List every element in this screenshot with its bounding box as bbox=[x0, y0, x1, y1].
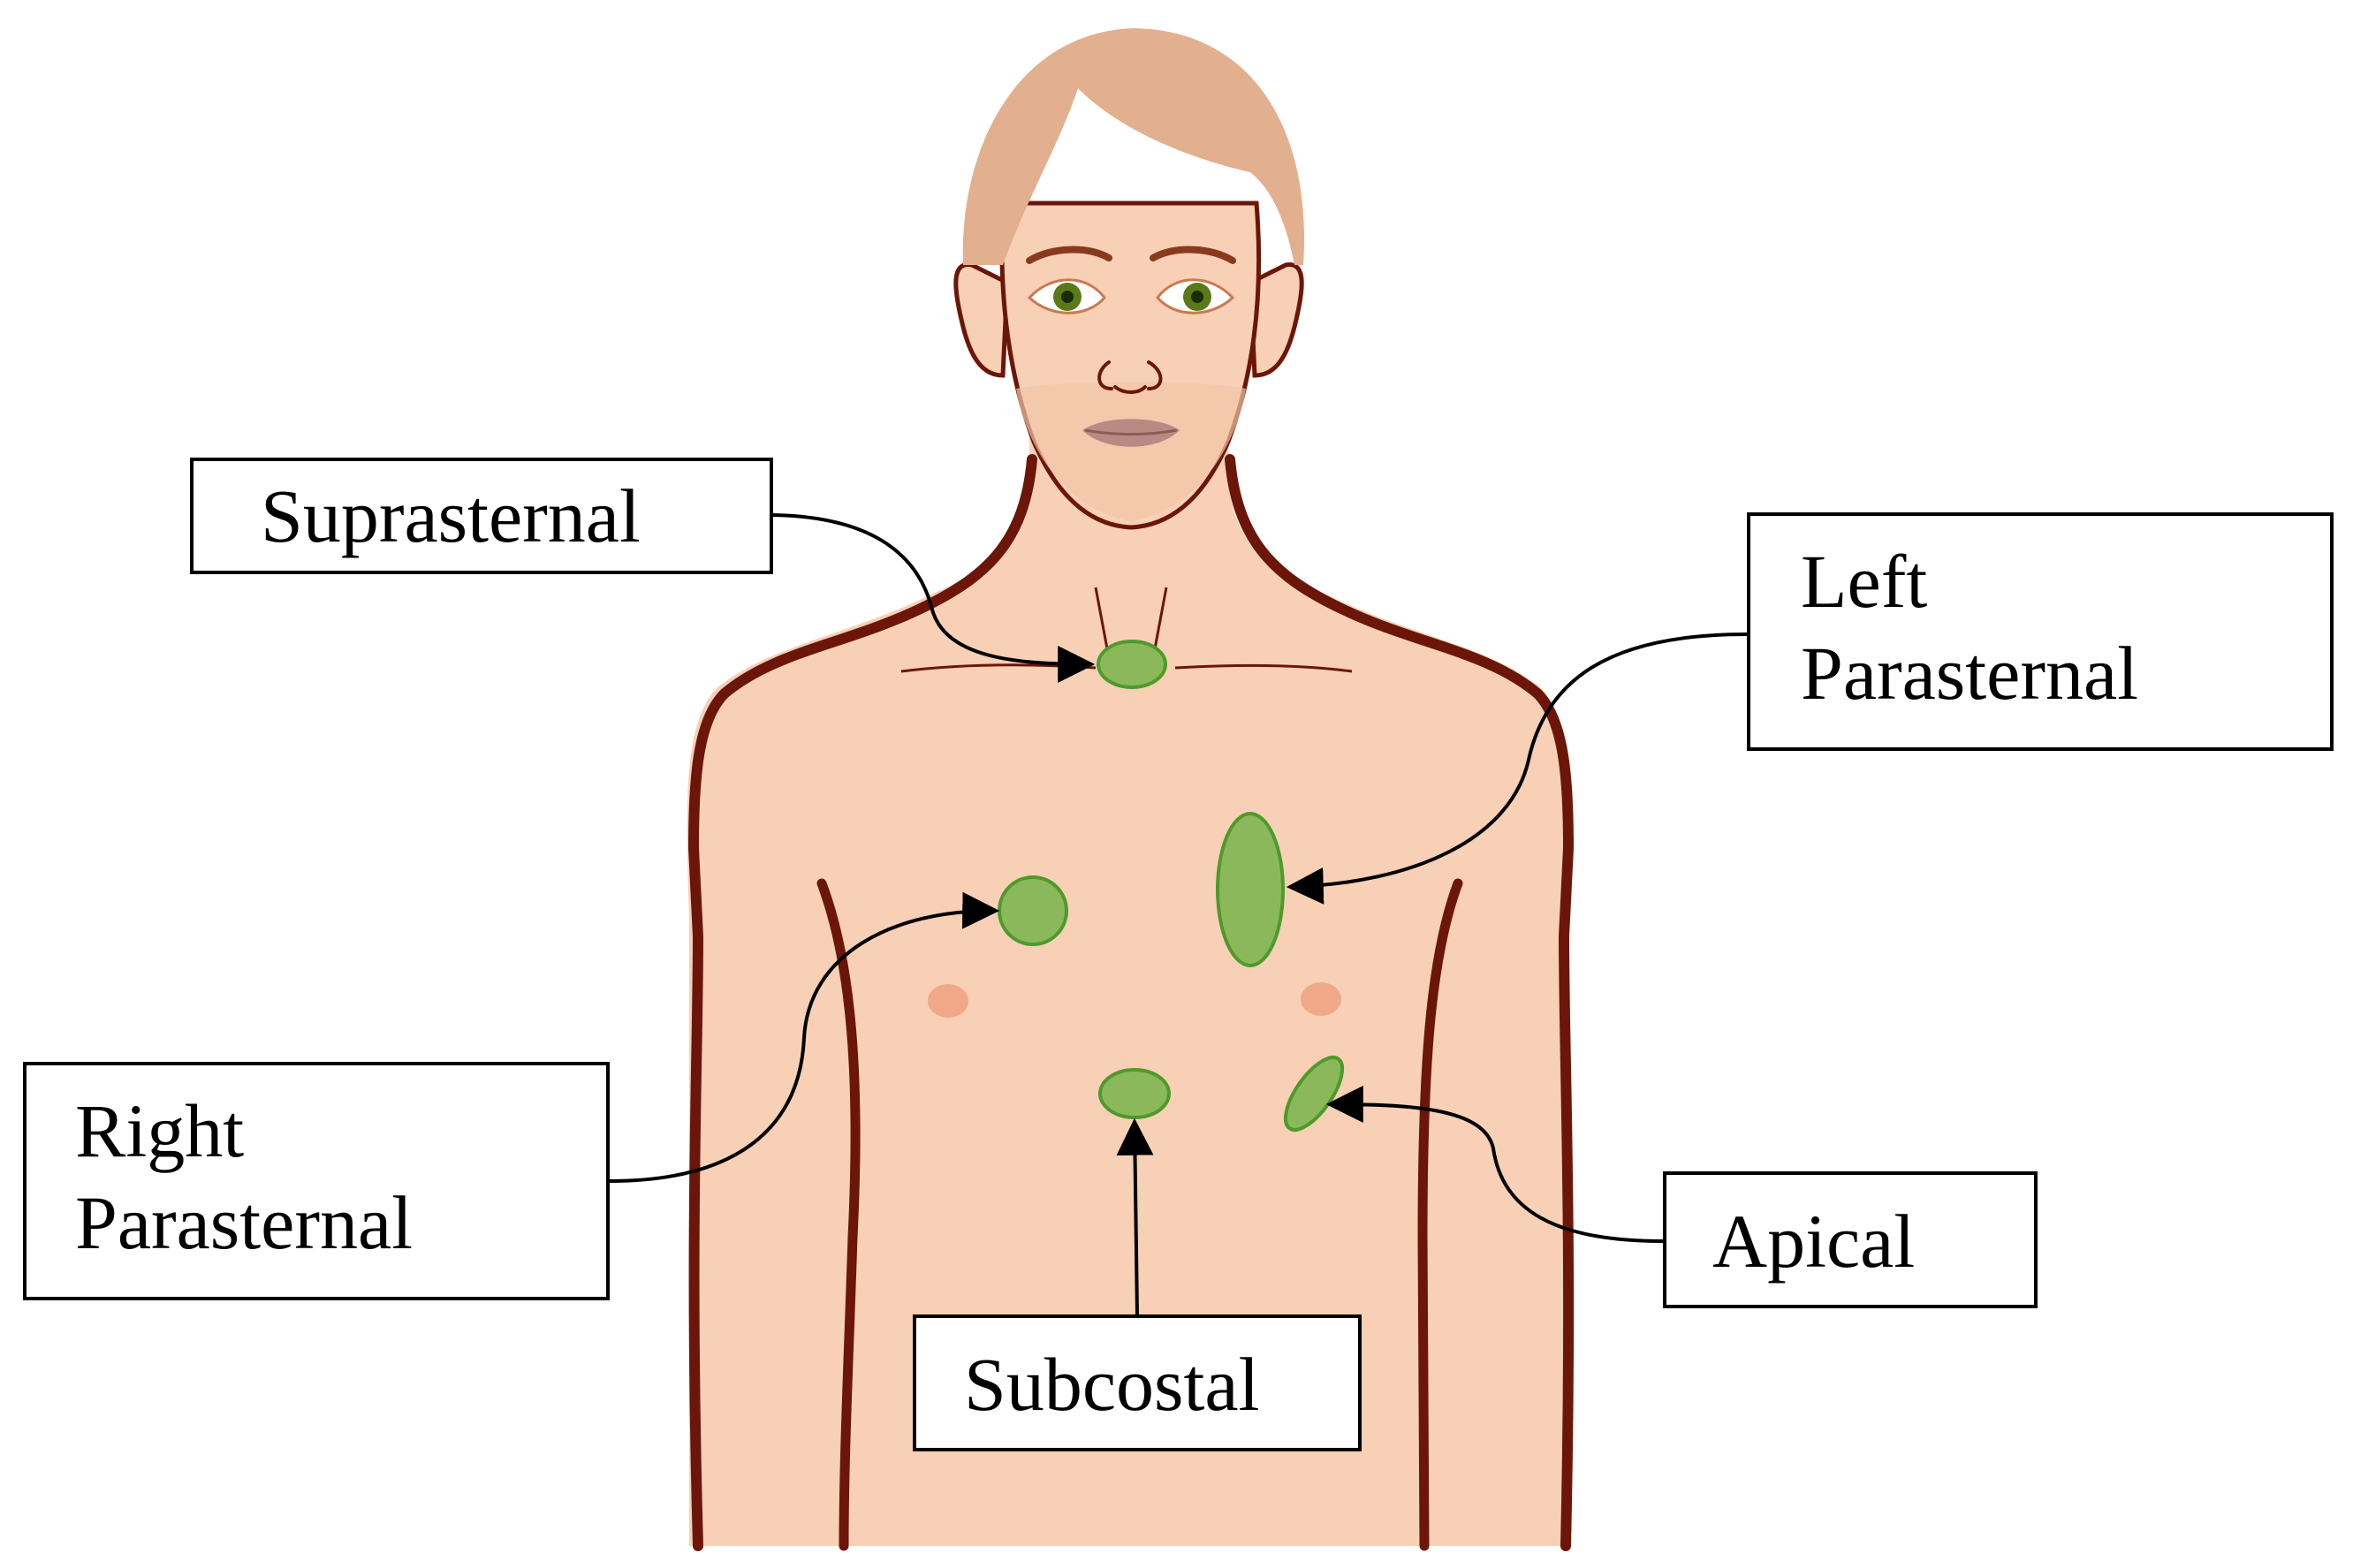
label-subcostal-text: Subcostal bbox=[964, 1342, 1260, 1427]
label-left-parasternal: Left Parasternal bbox=[1747, 512, 2334, 751]
window-suprasternal bbox=[1097, 640, 1167, 689]
arrow-suprasternal bbox=[772, 513, 1096, 683]
nose bbox=[1097, 360, 1163, 394]
label-left-parasternal-line2: Parasternal bbox=[1801, 631, 2139, 716]
ear-left bbox=[1248, 262, 1304, 378]
eyebrow-right bbox=[1026, 246, 1112, 264]
beard-shadow bbox=[1016, 382, 1246, 521]
window-subcostal bbox=[1098, 1068, 1171, 1119]
arm-line-left bbox=[1417, 878, 1463, 1551]
ear-right bbox=[953, 262, 1010, 378]
label-apical: Apical bbox=[1663, 1171, 2038, 1308]
head bbox=[953, 28, 1305, 530]
body-outline-right-side bbox=[687, 454, 1037, 1551]
label-right-parasternal-line1: Right bbox=[75, 1088, 245, 1173]
clavicle-left bbox=[1174, 663, 1353, 673]
window-right-parasternal bbox=[998, 875, 1068, 946]
hair bbox=[962, 28, 1305, 265]
arrow-right-parasternal bbox=[609, 891, 1000, 1183]
nipple-left bbox=[1301, 982, 1341, 1016]
arrow-left-parasternal bbox=[1286, 633, 1748, 905]
label-suprasternal: Suprasternal bbox=[190, 458, 773, 574]
label-right-parasternal-line2: Parasternal bbox=[75, 1180, 414, 1265]
label-apical-text: Apical bbox=[1712, 1199, 1916, 1284]
label-suprasternal-text: Suprasternal bbox=[261, 473, 641, 558]
eyebrow-left bbox=[1150, 246, 1236, 264]
arrow-subcostal bbox=[1116, 1117, 1154, 1315]
window-left-parasternal bbox=[1216, 812, 1285, 967]
torso bbox=[687, 477, 1571, 1546]
arrow-apical bbox=[1325, 1086, 1664, 1243]
label-left-parasternal-line1: Left bbox=[1801, 539, 1928, 624]
label-subcostal: Subcostal bbox=[913, 1314, 1362, 1451]
label-right-parasternal: Right Parasternal bbox=[23, 1062, 610, 1300]
body-outline-left-side bbox=[1225, 454, 1575, 1551]
neck-tendon-right bbox=[1094, 587, 1111, 659]
nipple-right bbox=[928, 984, 968, 1018]
